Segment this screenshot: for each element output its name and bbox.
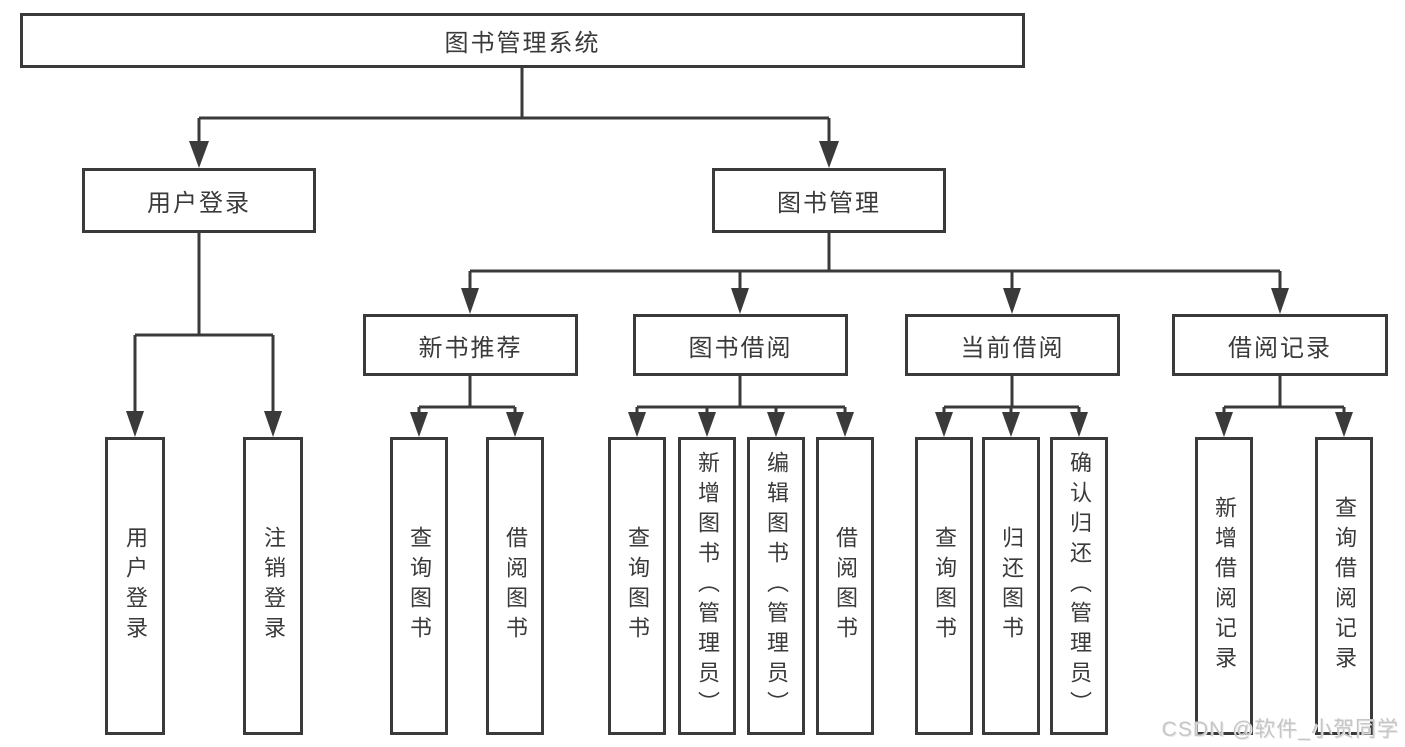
leaf-br-add-record-label: 新增借阅记录 (1212, 496, 1237, 676)
leaf-cb-confirm-return-admin-label: 确认归还（管理员） (1067, 451, 1092, 721)
leaf-cb-confirm-return-admin: 确认归还（管理员） (1050, 437, 1108, 735)
node-current-borrow: 当前借阅 (905, 314, 1120, 376)
node-user-login: 用户登录 (82, 168, 316, 233)
leaf-bb-query-book-label: 查询图书 (625, 526, 650, 646)
leaf-cb-return-book: 归还图书 (982, 437, 1040, 735)
node-root-label: 图书管理系统 (444, 30, 601, 57)
leaf-nb-borrow-book: 借阅图书 (486, 437, 544, 735)
node-book-borrow: 图书借阅 (633, 314, 848, 376)
leaf-br-query-record: 查询借阅记录 (1315, 437, 1373, 735)
leaf-bb-add-book-admin-label: 新增图书（管理员） (695, 451, 720, 721)
leaf-cb-return-book-label: 归还图书 (999, 526, 1024, 646)
leaf-bb-borrow-book: 借阅图书 (816, 437, 874, 735)
leaf-bb-query-book: 查询图书 (608, 437, 666, 735)
node-new-book-recommend: 新书推荐 (363, 314, 578, 376)
leaf-user-login-label: 用户登录 (123, 526, 148, 646)
leaf-bb-add-book-admin: 新增图书（管理员） (678, 437, 736, 735)
node-borrow-record: 借阅记录 (1172, 314, 1388, 376)
watermark: CSDN @软件_小贺同学 (1161, 718, 1399, 741)
node-new-book-recommend-label: 新书推荐 (418, 334, 523, 362)
leaf-bb-edit-book-admin: 编辑图书（管理员） (747, 437, 805, 735)
leaf-cb-query-book: 查询图书 (915, 437, 973, 735)
leaf-bb-borrow-book-label: 借阅图书 (833, 526, 858, 646)
leaf-logout: 注销登录 (243, 437, 303, 735)
node-borrow-record-label: 借阅记录 (1228, 334, 1332, 362)
leaf-nb-query-book-label: 查询图书 (407, 526, 432, 646)
leaf-br-query-record-label: 查询借阅记录 (1332, 496, 1357, 676)
leaf-user-login: 用户登录 (105, 437, 165, 735)
node-book-borrow-label: 图书借阅 (688, 334, 793, 362)
node-book-management: 图书管理 (712, 168, 946, 233)
node-user-login-label: 用户登录 (147, 190, 251, 217)
node-root: 图书管理系统 (20, 13, 1025, 68)
leaf-bb-edit-book-admin-label: 编辑图书（管理员） (764, 451, 789, 721)
node-current-borrow-label: 当前借阅 (960, 334, 1065, 362)
leaf-cb-query-book-label: 查询图书 (932, 526, 957, 646)
leaf-logout-label: 注销登录 (261, 526, 286, 646)
node-book-management-label: 图书管理 (777, 190, 881, 217)
leaf-nb-borrow-book-label: 借阅图书 (503, 526, 528, 646)
leaf-nb-query-book: 查询图书 (390, 437, 448, 735)
leaf-br-add-record: 新增借阅记录 (1195, 437, 1253, 735)
